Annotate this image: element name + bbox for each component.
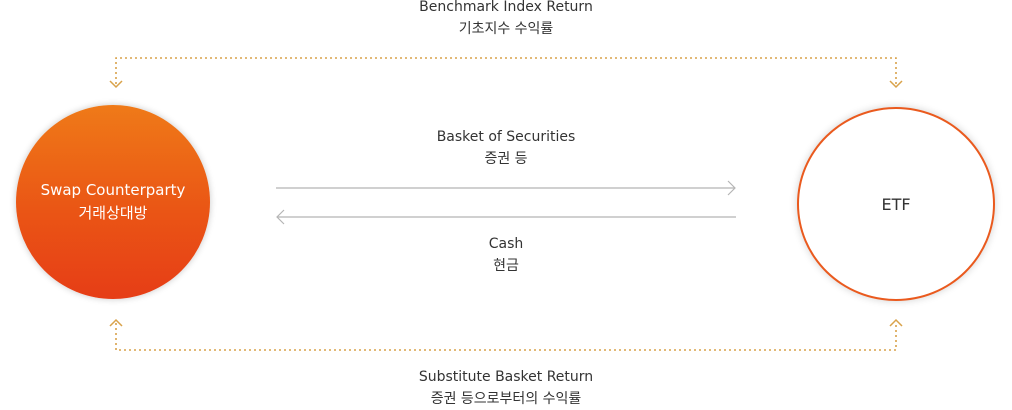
swap-counterparty-node: Swap Counterparty 거래상대방: [16, 105, 210, 299]
benchmark-return-label-en: Benchmark Index Return: [419, 0, 593, 15]
cash-label: Cash 현금: [356, 233, 656, 277]
benchmark-return-label-ko: 기초지수 수익률: [458, 21, 554, 37]
swap-counterparty-label-en: Swap Counterparty: [40, 181, 186, 199]
cash-arrow: [276, 209, 736, 225]
cash-label-ko: 현금: [493, 258, 519, 274]
substitute-arrowhead-right: [889, 318, 903, 327]
benchmark-arrowhead-right: [889, 80, 903, 89]
basket-label-ko: 증권 등: [484, 151, 528, 167]
basket-label: Basket of Securities 증권 등: [356, 126, 656, 170]
swap-counterparty-label-ko: 거래상대방: [78, 204, 148, 222]
benchmark-return-dotted-line: [115, 57, 897, 84]
substitute-return-connector: [115, 323, 897, 351]
substitute-return-dotted-line: [115, 323, 897, 351]
benchmark-return-label: Benchmark Index Return 기초지수 수익률: [356, 0, 656, 40]
substitute-return-label-ko: 증권 등으로부터의 수익률: [430, 391, 582, 407]
benchmark-return-connector: [115, 57, 897, 84]
basket-arrow: [276, 180, 736, 196]
etf-label: ETF: [881, 194, 911, 214]
substitute-arrowhead-left: [109, 318, 123, 327]
cash-label-en: Cash: [488, 236, 524, 252]
basket-arrow-head: [727, 180, 736, 196]
benchmark-arrowhead-left: [109, 80, 123, 89]
substitute-return-arrowheads: [109, 318, 903, 327]
substitute-return-label: Substitute Basket Return 증권 등으로부터의 수익률: [356, 366, 656, 410]
basket-label-en: Basket of Securities: [436, 129, 576, 145]
substitute-return-label-en: Substitute Basket Return: [418, 369, 594, 385]
etf-node: ETF: [797, 107, 995, 301]
cash-arrow-head: [276, 209, 285, 225]
benchmark-return-arrowheads: [109, 80, 903, 89]
